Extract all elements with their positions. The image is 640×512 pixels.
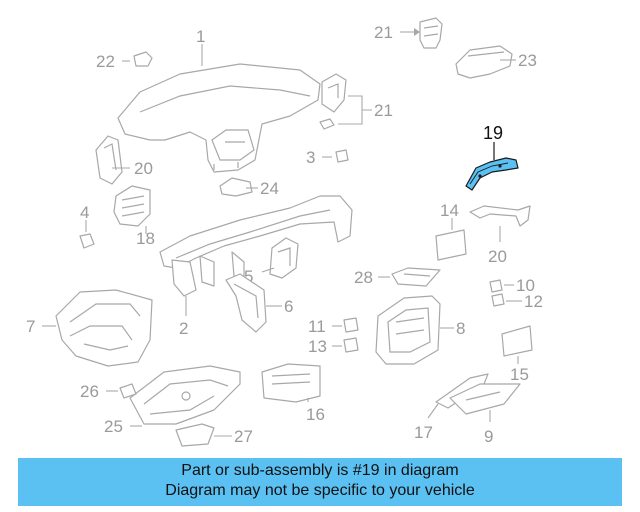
part-18-vent xyxy=(113,185,151,227)
part-beam xyxy=(159,195,353,297)
part-1-instrument-panel xyxy=(117,63,321,173)
part-6-brace xyxy=(225,273,267,333)
callout-8: 8 xyxy=(456,319,465,338)
part-27-latch xyxy=(119,383,137,399)
callout-21-lower: 20 xyxy=(134,159,153,178)
part-11-switch xyxy=(343,317,359,333)
part-25-bracket xyxy=(219,177,253,197)
callout-20: 20 xyxy=(488,247,507,266)
callout-6: 6 xyxy=(284,297,293,316)
callout-21-upper: 21 xyxy=(374,101,393,120)
callout-25: 24 xyxy=(260,179,279,198)
part-21-side-panel xyxy=(95,135,123,185)
part-14-panel xyxy=(435,229,467,261)
callout-14: 14 xyxy=(440,201,459,220)
part-13-switch xyxy=(343,337,359,353)
callout-19: 19 xyxy=(483,123,503,143)
callout-5: 5 xyxy=(244,267,253,286)
part-22-switch xyxy=(419,17,443,49)
callout-29: 28 xyxy=(354,268,373,287)
callout-7: 7 xyxy=(26,317,35,336)
callout-9: 9 xyxy=(484,427,493,446)
part-21-upper-trim xyxy=(319,73,347,130)
part-17-strip xyxy=(435,373,489,409)
callout-3: 3 xyxy=(306,148,315,167)
info-banner: Part or sub-assembly is #19 in diagram D… xyxy=(18,458,622,506)
callout-27: 26 xyxy=(80,382,99,401)
part-26-glove-box-door xyxy=(129,365,241,425)
callout-23: 22 xyxy=(96,52,115,71)
part-19-highlighted-bracket xyxy=(465,157,519,191)
callout-4: 4 xyxy=(80,203,89,222)
part-3-clip xyxy=(335,149,349,163)
callout-11: 11 xyxy=(308,317,326,336)
part-24-cover xyxy=(455,45,513,79)
part-23-clip xyxy=(133,51,153,67)
part-20-trim xyxy=(469,205,531,227)
callout-16: 16 xyxy=(306,405,325,424)
callout-17: 17 xyxy=(414,423,433,442)
part-16-vent xyxy=(261,363,321,403)
callout-10: 10 xyxy=(516,276,535,295)
callout-15: 15 xyxy=(510,365,529,384)
callout-13: 13 xyxy=(308,337,327,356)
callout-12: 12 xyxy=(524,292,543,311)
callout-2: 2 xyxy=(179,319,188,338)
callout-18: 18 xyxy=(136,229,155,248)
callout-22: 21 xyxy=(374,23,393,42)
part-8-center-bezel xyxy=(375,295,441,365)
part-28-tray xyxy=(175,423,215,447)
part-7-glove-box-housing xyxy=(55,289,153,367)
callout-26: 25 xyxy=(104,417,123,436)
part-4-clip xyxy=(79,233,95,249)
callout-24: 23 xyxy=(518,51,537,70)
banner-line-2: Diagram may not be specific to your vehi… xyxy=(165,482,475,499)
part-29-plate xyxy=(391,267,441,287)
part-10-knob xyxy=(489,279,503,293)
part-9-tray xyxy=(449,383,521,415)
part-12-knob xyxy=(491,293,505,307)
callout-28: 27 xyxy=(234,427,253,446)
part-5-bracket xyxy=(269,237,299,279)
part-15-panel xyxy=(501,325,533,357)
callout-1: 1 xyxy=(196,27,205,46)
banner-line-1: Part or sub-assembly is #19 in diagram xyxy=(181,462,459,479)
